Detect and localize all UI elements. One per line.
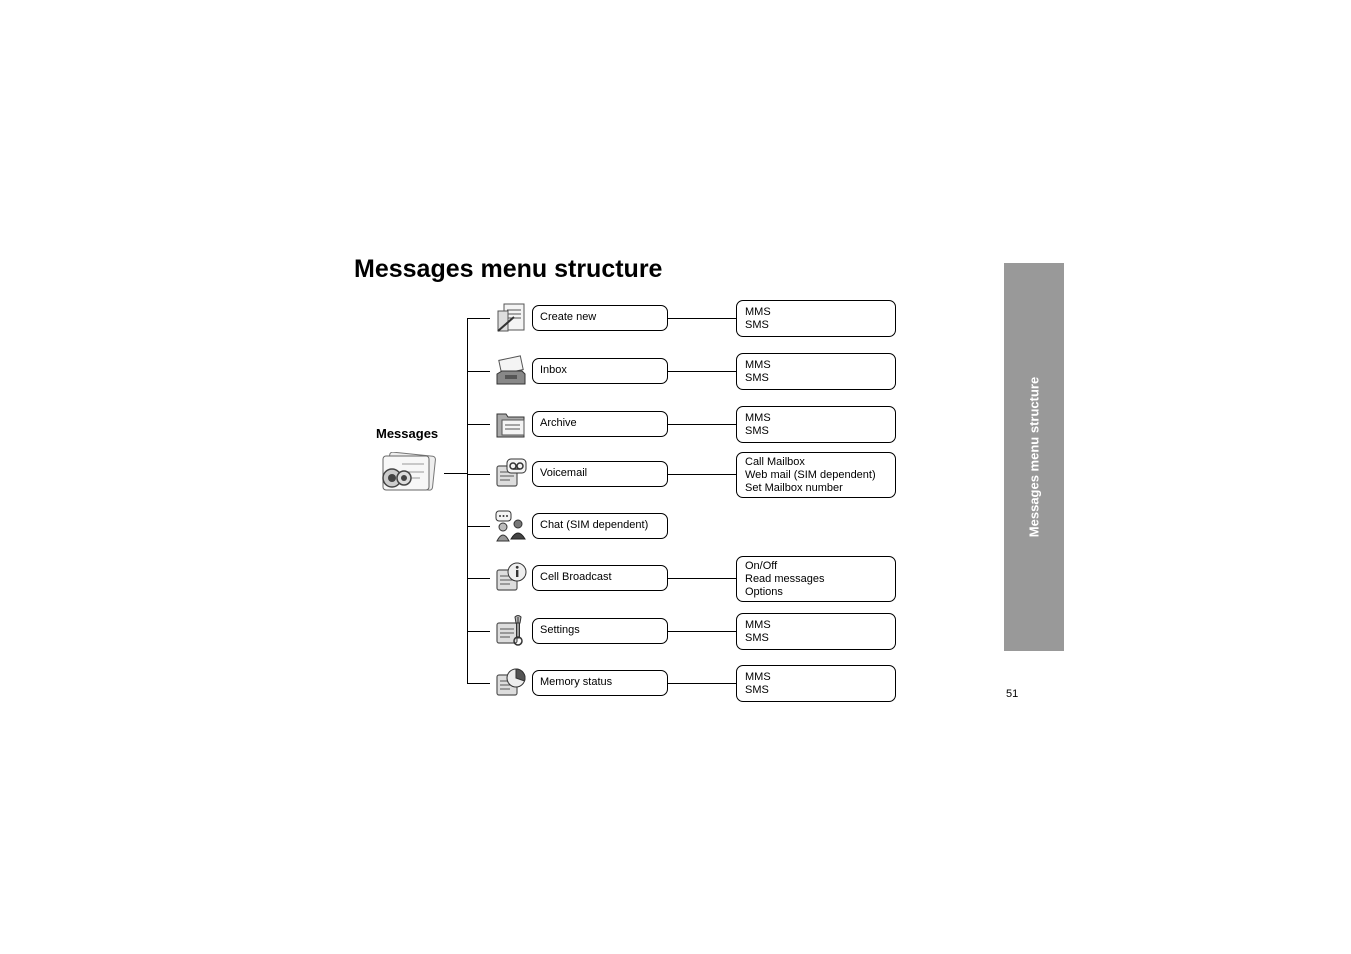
memory-status-icon bbox=[496, 668, 526, 696]
page-number: 51 bbox=[1006, 688, 1019, 700]
branch-line bbox=[467, 526, 490, 527]
trunk-line bbox=[467, 318, 468, 684]
menu-item[interactable]: Memory status bbox=[532, 670, 668, 696]
branch-line bbox=[467, 578, 490, 579]
submenu-item[interactable]: Options bbox=[745, 586, 783, 598]
menu-item[interactable]: Archive bbox=[532, 411, 668, 437]
submenu-connector bbox=[668, 578, 736, 579]
submenu-connector bbox=[668, 683, 736, 684]
archive-icon bbox=[496, 413, 525, 438]
submenu-item[interactable]: MMS bbox=[745, 671, 771, 683]
submenu-item[interactable]: SMS bbox=[745, 684, 769, 696]
submenu-item[interactable]: Web mail (SIM dependent) bbox=[745, 469, 876, 481]
submenu-item[interactable]: MMS bbox=[745, 359, 771, 371]
menu-item[interactable]: Chat (SIM dependent) bbox=[532, 513, 668, 539]
branch-line bbox=[467, 474, 490, 475]
submenu-item[interactable]: On/Off bbox=[745, 560, 778, 572]
side-tab-label: Messages menu structure bbox=[1026, 376, 1042, 538]
settings-icon bbox=[496, 615, 523, 646]
messages-root-label: Messages bbox=[376, 426, 439, 441]
root-connector bbox=[444, 473, 468, 474]
page-title: Messages menu structure bbox=[354, 255, 663, 283]
submenu-item[interactable]: Call Mailbox bbox=[745, 456, 805, 468]
messages-app-icon bbox=[382, 452, 436, 491]
submenu-item[interactable]: SMS bbox=[745, 319, 769, 331]
branch-line bbox=[467, 424, 490, 425]
submenu-item[interactable]: SMS bbox=[745, 372, 769, 384]
menu-item[interactable]: Inbox bbox=[532, 358, 668, 384]
side-tab: Messages menu structure bbox=[1004, 263, 1064, 651]
menu-item[interactable]: Voicemail bbox=[532, 461, 668, 487]
branch-line bbox=[467, 371, 490, 372]
branch-line bbox=[467, 683, 490, 684]
submenu-connector bbox=[668, 371, 736, 372]
submenu-item[interactable]: MMS bbox=[745, 306, 771, 318]
inbox-icon bbox=[496, 355, 526, 385]
menu-item[interactable]: Cell Broadcast bbox=[532, 565, 668, 591]
submenu-item[interactable]: Set Mailbox number bbox=[745, 482, 843, 494]
submenu-item[interactable]: Read messages bbox=[745, 573, 825, 585]
branch-line bbox=[467, 631, 490, 632]
submenu-item[interactable]: MMS bbox=[745, 619, 771, 631]
cell-broadcast-icon bbox=[496, 562, 527, 591]
submenu-item[interactable]: SMS bbox=[745, 425, 769, 437]
submenu-connector bbox=[668, 474, 736, 475]
submenu-item[interactable]: MMS bbox=[745, 412, 771, 424]
submenu-connector bbox=[668, 424, 736, 425]
submenu-item[interactable]: SMS bbox=[745, 632, 769, 644]
menu-item[interactable]: Create new bbox=[532, 305, 668, 331]
submenu-connector bbox=[668, 318, 736, 319]
menu-item[interactable]: Settings bbox=[532, 618, 668, 644]
create-new-icon bbox=[497, 303, 525, 332]
voicemail-icon bbox=[496, 458, 527, 487]
chat-icon bbox=[495, 510, 526, 542]
branch-line bbox=[467, 318, 490, 319]
submenu-connector bbox=[668, 631, 736, 632]
